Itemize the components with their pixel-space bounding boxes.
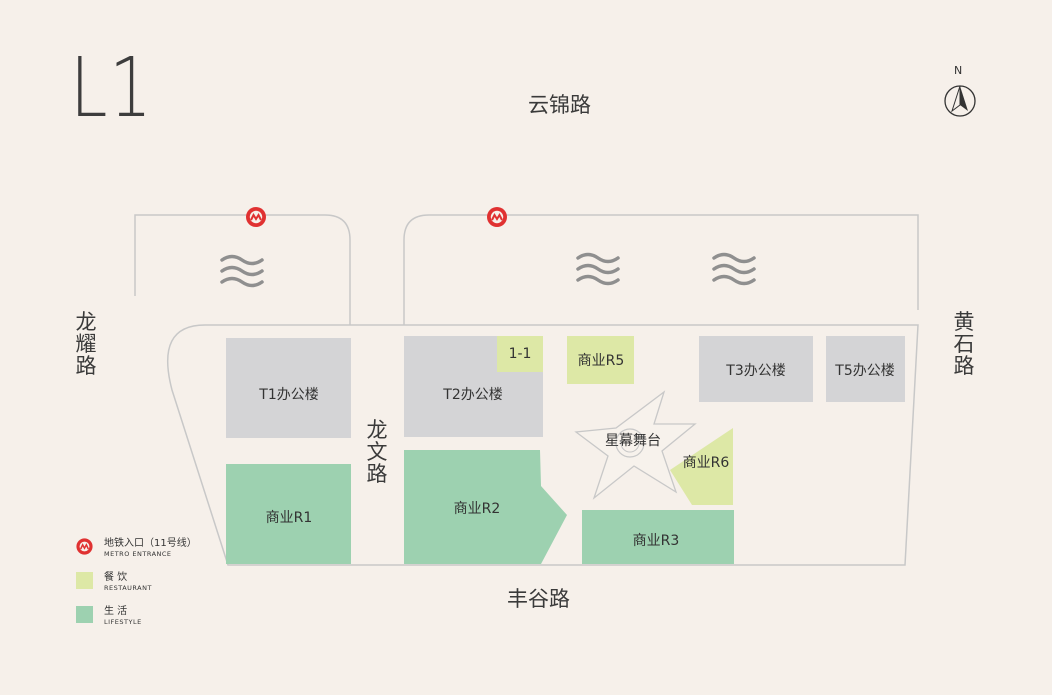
metro-corridor-left [134,214,351,325]
label-t3: T3办公楼 [725,363,785,379]
road-west: 龙耀路 [75,310,97,379]
water-feature-icon [712,252,756,286]
label-t5: T5办公楼 [834,363,894,379]
label-r1: 商业R1 [266,510,313,526]
label-r2: 商业R2 [454,501,501,517]
label-t1: T1办公楼 [258,387,318,403]
road-north: 云锦路 [528,93,591,117]
label-r5: 商业R5 [578,353,625,369]
water-feature-icon [220,254,264,288]
north-arrow-icon [944,85,976,117]
block-1-1[interactable] [497,336,543,372]
block-r6[interactable] [670,428,733,505]
legend-restaurant-swatch [76,572,93,589]
block-r3[interactable] [582,510,734,564]
metro-icon [76,538,93,555]
metro-icon[interactable] [246,207,266,227]
compass-north-label: N [954,64,963,77]
block-r1[interactable] [226,464,351,564]
block-r2[interactable] [404,450,567,564]
legend-restaurant-label: 餐 饮 [104,572,128,583]
label-1-1: 1-1 [509,346,532,362]
stage-center-inner [620,433,640,453]
metro-corridor-right [403,214,919,325]
label-r6: 商业R6 [683,455,730,471]
legend-lifestyle-text: 生 活 LIFESTYLE [104,606,142,626]
road-middle: 龙文路 [366,418,388,487]
metro-icon[interactable] [487,207,507,227]
block-t5[interactable] [826,336,905,402]
block-t3[interactable] [699,336,813,402]
road-east: 黄石路 [953,310,975,379]
site-outline [166,324,919,566]
legend-lifestyle-swatch [76,606,93,623]
legend-lifestyle-label: 生 活 [104,606,128,617]
label-stage: 星幕舞台 [605,433,661,449]
block-t1[interactable] [226,338,351,438]
label-t2: T2办公楼 [442,387,502,403]
stage-center [615,428,645,458]
legend-metro-label: 地铁入口（11号线） [104,538,197,549]
road-south: 丰谷路 [507,587,570,611]
legend-restaurant-text: 餐 饮 RESTAURANT [104,572,152,592]
legend-restaurant-sub: RESTAURANT [104,584,152,592]
stage-star[interactable] [574,390,697,500]
floor-label: L1 [70,41,154,136]
water-feature-icon [576,252,620,286]
legend-metro-sub: METRO ENTRANCE [104,550,172,558]
label-r3: 商业R3 [633,533,680,549]
legend-metro-text: 地铁入口（11号线） METRO ENTRANCE [104,538,197,558]
legend-lifestyle-sub: LIFESTYLE [104,618,142,626]
block-r5[interactable] [567,336,634,384]
